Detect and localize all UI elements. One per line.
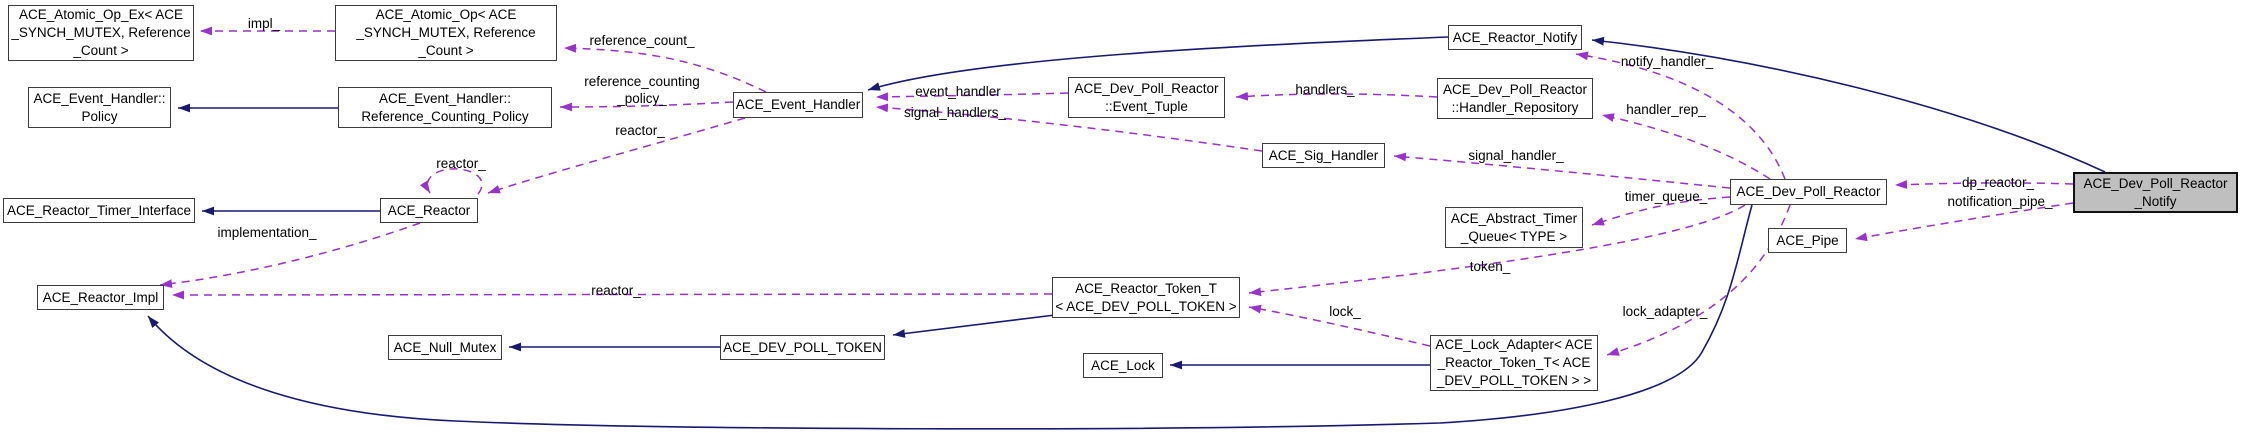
node-ace-event-handler-policy[interactable]: ACE_Event_Handler:: Policy (28, 87, 171, 128)
node-ace-reactor-impl[interactable]: ACE_Reactor_Impl (37, 285, 164, 310)
edge-label-reactor-self: reactor_ (436, 156, 486, 171)
edge-usage-handlers (1235, 91, 1438, 101)
edge-label-reactor-of-event-handler: reactor_ (615, 123, 665, 138)
edge-label-reactor-of-token: reactor_ (591, 283, 641, 298)
node-ace-dev-poll-reactor[interactable]: ACE_Dev_Poll_Reactor (1730, 179, 1887, 205)
edge-usage-signal-handlers (875, 103, 1263, 152)
edge-usage-signal-handler (1393, 152, 1731, 189)
edge-label-lock: lock_ (1329, 304, 1361, 319)
node-ace-atomic-op-ex[interactable]: ACE_Atomic_Op_Ex< ACE _SYNCH_MUTEX, Refe… (8, 5, 194, 61)
node-ace-reactor[interactable]: ACE_Reactor (380, 198, 478, 223)
edge-label-impl: impl_ (247, 16, 281, 31)
edge-label-timer-queue: timer_queue_ (1624, 189, 1708, 204)
node-ace-dev-poll-reactor-handler-repository[interactable]: ACE_Dev_Poll_Reactor ::Handler_Repositor… (1437, 78, 1593, 119)
node-ace-reactor-timer-interface[interactable]: ACE_Reactor_Timer_Interface (3, 198, 195, 223)
edge-usage-implementation (159, 222, 421, 288)
node-ace-dev-poll-reactor-notify[interactable]: ACE_Dev_Poll_Reactor _Notify (2073, 172, 2238, 213)
node-ace-lock-adapter[interactable]: ACE_Lock_Adapter< ACE _Reactor_Token_T< … (1430, 335, 1598, 391)
edge-inherit-reactor-notify-to-event-handler (867, 36, 1449, 91)
edge-usage-reactor-of-token (171, 290, 1053, 300)
edge-label-lock-adapter: lock_adapter_ (1622, 304, 1708, 319)
node-ace-reactor-notify[interactable]: ACE_Reactor_Notify (1448, 25, 1582, 50)
edge-label-reference-counting-policy: reference_counting _policy_ (584, 74, 700, 106)
node-ace-abstract-timer-queue[interactable]: ACE_Abstract_Timer _Queue< TYPE > (1445, 207, 1583, 248)
edge-label-reference-count: reference_count_ (589, 33, 695, 48)
edge-usage-reactor-of-event-handler (487, 117, 746, 194)
edge-usage-handler-rep (1601, 113, 1771, 180)
node-ace-pipe[interactable]: ACE_Pipe (1768, 228, 1847, 253)
edge-label-implementation: implementation_ (217, 225, 317, 240)
edge-inherit-reactor-token-to-dev-poll-token (892, 314, 1056, 338)
edge-label-token: token_ (1469, 259, 1511, 274)
edge-usage-lock-adapter (1606, 204, 1791, 356)
edge-label-notify-handler: notify_handler_ (1620, 54, 1714, 69)
edge-label-event-handler: event_handler (915, 84, 1001, 99)
edge-usage-notify-handler (1575, 51, 1786, 180)
edge-label-dp-reactor: dp_reactor_ (1961, 175, 2035, 190)
edge-usage-reactor-self-loop (419, 168, 483, 195)
node-ace-null-mutex[interactable]: ACE_Null_Mutex (388, 335, 502, 360)
edge-label-signal-handler: signal_handler_ (1468, 148, 1564, 163)
edge-usage-dp-reactor (1894, 180, 2074, 189)
edge-label-handler-rep: handler_rep_ (1626, 102, 1706, 117)
node-ace-sig-handler[interactable]: ACE_Sig_Handler (1262, 143, 1385, 168)
node-ace-reactor-token-t[interactable]: ACE_Reactor_Token_T < ACE_DEV_POLL_TOKEN… (1052, 277, 1240, 318)
node-ace-event-handler[interactable]: ACE_Event_Handler (733, 92, 863, 118)
edge-label-notification-pipe: notification_pipe_ (1947, 194, 2053, 209)
edge-label-handlers: handlers_ (1295, 82, 1355, 97)
edge-inherit-dev-poll-reactor-to-reactor-impl (147, 204, 1753, 430)
node-ace-event-handler-reference-counting-policy[interactable]: ACE_Event_Handler:: Reference_Counting_P… (338, 87, 552, 128)
edge-usage-token (1248, 204, 1746, 297)
node-ace-lock[interactable]: ACE_Lock (1083, 353, 1163, 378)
node-ace-dev-poll-reactor-event-tuple[interactable]: ACE_Dev_Poll_Reactor ::Event_Tuple (1068, 77, 1225, 118)
edge-usage-timer-queue (1591, 196, 1731, 226)
node-ace-dev-poll-token[interactable]: ACE_DEV_POLL_TOKEN (720, 335, 885, 360)
edge-usage-event-handler (875, 92, 1069, 102)
edge-label-signal-handlers: signal_handlers_ (903, 105, 1007, 120)
edge-usage-reference-counting-policy (559, 101, 734, 112)
node-ace-atomic-op[interactable]: ACE_Atomic_Op< ACE _SYNCH_MUTEX, Referen… (335, 5, 557, 61)
edge-usage-notification-pipe (1854, 202, 2074, 242)
edge-inherit-dev-poll-reactor-notify-to-reactor-notify (1591, 36, 2106, 173)
edge-usage-reference-count (563, 43, 767, 93)
